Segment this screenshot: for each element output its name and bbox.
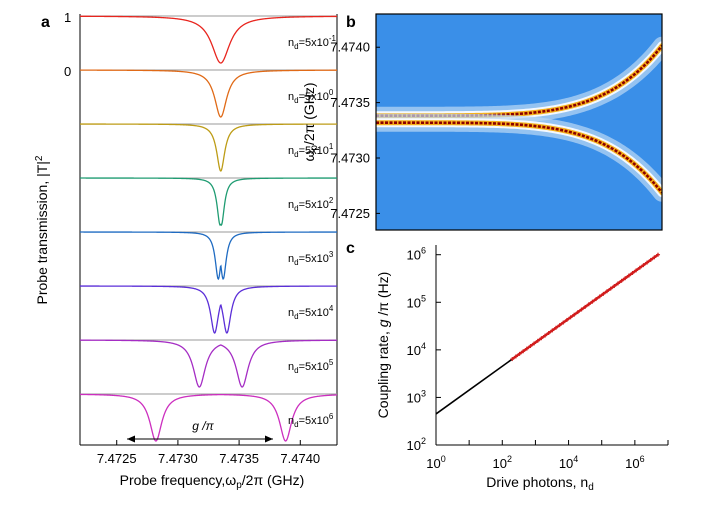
panel-a-nd-label-6: nd=5x105: [288, 358, 334, 375]
splitting-arrow-head-left: [127, 435, 135, 443]
panel-a-x-label: Probe frequency,ωp/2π (GHz): [120, 472, 305, 491]
panel-c-x-label: Drive photons, nd: [486, 474, 594, 493]
panel-a-nd-label-3: nd=5x102: [288, 196, 334, 213]
panel-a-nd-label-5: nd=5x104: [288, 304, 334, 321]
panel-a-trace-2: [80, 123, 337, 172]
panel-a-traces: nd=5x10-1 nd=5x100 nd=5x101 nd=5x102 nd=5x10…: [80, 15, 338, 442]
panel-b: 7.4740 7.4735 7.4730 7.4725 ωp/2π (GHz): [301, 13, 663, 231]
panel-a-trace-1: [80, 69, 337, 118]
panel-a-x-ticks: 7.4725 7.4730 7.4735 7.4740: [97, 440, 320, 466]
panel-c-y-tick-label: 103: [407, 388, 426, 405]
panel-a-nd-label-7: nd=5x106: [288, 412, 334, 429]
panel-b-y-label: ωp/2π (GHz): [301, 82, 320, 161]
panel-b-letter: b: [346, 14, 356, 31]
panel-b-y-tick-label: 7.4735: [330, 95, 370, 110]
panel-b-y-tick-label: 7.4730: [330, 151, 370, 166]
panel-a-nd-label-0: nd=5x10-1: [288, 34, 337, 51]
panel-a-x-tick-label: 7.4735: [219, 451, 259, 466]
panel-a-x-tick-label: 7.4740: [280, 451, 320, 466]
panel-b-y-tick-label: 7.4740: [330, 40, 370, 55]
panel-c-y-tick-label: 102: [407, 436, 426, 453]
panel-b-y-tick-label: 7.4725: [330, 206, 370, 221]
panel-a-nd-label-2: nd=5x101: [288, 142, 334, 159]
panel-c-y-tick-label: 106: [407, 246, 426, 263]
panel-c-x-tick-label: 102: [493, 454, 512, 471]
panel-a-trace-6: [80, 339, 337, 388]
panel-b-y-ticks: 7.4740 7.4735 7.4730 7.4725: [330, 40, 380, 221]
panel-c-x-tick-label: 100: [426, 454, 445, 471]
panel-a-trace-3: [80, 177, 337, 227]
heatmap-branches: [376, 36, 662, 202]
panel-c-series: [435, 252, 661, 415]
subscript-p: p: [236, 480, 242, 491]
panel-c-x-tick-label: 104: [559, 454, 578, 471]
splitting-arrow-head-right: [265, 435, 273, 443]
panel-c-y-label: Coupling rate, g /π (Hz): [375, 272, 391, 419]
heatmap-frame: [375, 13, 663, 231]
panel-a-ytick-0: 0: [64, 64, 71, 79]
panel-c-y-tick-label: 104: [407, 341, 426, 358]
panel-a-trace-0: [80, 15, 337, 64]
panel-a-trace-7: [80, 393, 338, 442]
heatmap-branch-lower: [376, 121, 662, 194]
omega-symbol: ω: [225, 472, 236, 488]
panel-a-trace-4: [80, 231, 337, 281]
panel-a-y-label: Probe transmission, |T|2: [34, 155, 50, 304]
panel-c-y-tick-label: 105: [407, 293, 426, 310]
panel-a-x-tick-label: 7.4725: [97, 451, 137, 466]
panel-c-letter: c: [346, 240, 355, 257]
panel-c-series-0: [435, 358, 513, 415]
panel-a-trace-5: [80, 285, 337, 334]
panel-a: nd=5x10-1 nd=5x100 nd=5x101 nd=5x102 nd=5x10…: [34, 10, 338, 491]
splitting-annotation: g /π: [192, 419, 214, 433]
panel-a-letter: a: [41, 14, 50, 31]
panel-a-nd-label-4: nd=5x103: [288, 250, 334, 267]
panel-a-nd-label-1: nd=5x100: [288, 88, 334, 105]
panel-a-x-tick-label: 7.4730: [158, 451, 198, 466]
panel-c-x-tick-label: 106: [625, 454, 644, 471]
panel-a-ytick-1: 1: [64, 10, 71, 25]
